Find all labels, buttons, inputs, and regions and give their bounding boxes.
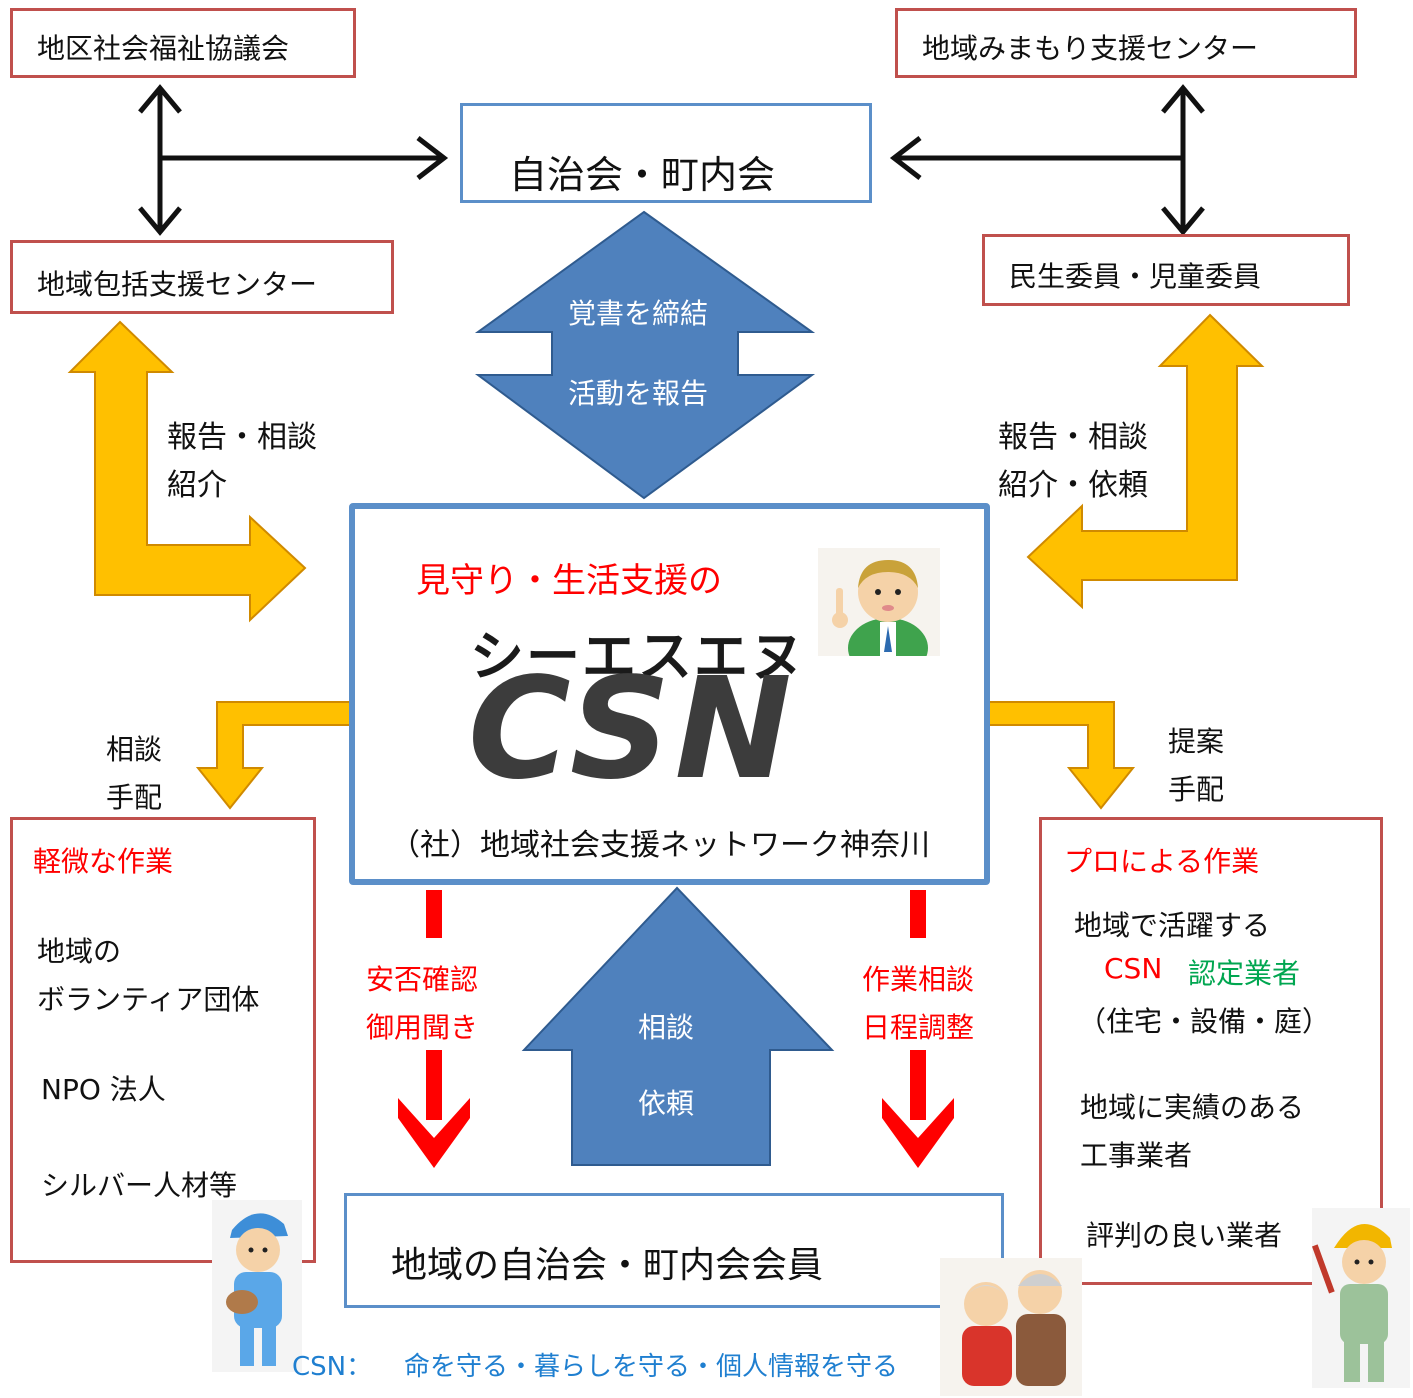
schedule-label: 日程調整 (862, 1011, 975, 1044)
pro-work-item2-line1: 地域に実績のある (1080, 1091, 1305, 1124)
right-arrange-label: 手配 (1168, 773, 1225, 806)
left-red-arrow (398, 890, 470, 1168)
neighborhood-assoc-label: 自治会・町内会 (509, 153, 776, 197)
neighborhood-assoc-box: 自治会・町内会 (460, 103, 872, 203)
light-work-heading: 軽微な作業 (33, 845, 174, 878)
safety-check-label: 安否確認 (366, 963, 479, 996)
up-consult-label: 相談 (638, 1011, 695, 1044)
construction-worker-figure-icon (1312, 1208, 1410, 1388)
left-arrange-label: 手配 (106, 781, 163, 814)
right-propose-label: 提案 (1168, 725, 1225, 758)
left-yellow-arrow (67, 320, 307, 623)
csn-logo: CSN (468, 648, 796, 811)
csn-org-name: （社）地域社会支援ネットワーク神奈川 (390, 828, 930, 863)
community-center-box: 地域みまもり支援センター (895, 8, 1357, 78)
district-welfare-box: 地区社会福祉協議会 (10, 8, 356, 78)
right-red-arrow (882, 890, 954, 1168)
work-consult-label: 作業相談 (862, 963, 975, 996)
agreement-double-arrow (474, 210, 816, 500)
right-black-connector (889, 84, 1205, 236)
footer-prefix: CSN： (292, 1352, 373, 1382)
elderly-couple-figure-icon (940, 1258, 1082, 1396)
right-introduce-label: 紹介・依頼 (998, 468, 1148, 503)
welfare-commissioners-box: 民生委員・児童委員 (982, 234, 1350, 306)
request-up-arrow (521, 886, 835, 1166)
light-work-item1-line1: 地域の (37, 935, 122, 968)
left-black-connector (138, 84, 449, 236)
left-small-arrow (195, 701, 376, 810)
errand-label: 御用聞き (366, 1011, 479, 1044)
pro-work-item2-line2: 工事業者 (1080, 1139, 1193, 1172)
pro-work-csn-label: CSN (1104, 952, 1163, 985)
comprehensive-center-label: 地域包括支援センター (37, 268, 318, 301)
presenter-figure-icon (818, 548, 940, 656)
comprehensive-center-box: 地域包括支援センター (10, 240, 394, 314)
pro-work-box: プロによる作業 地域で活躍する CSN 認定業者 （住宅・設備・庭） 地域に実績… (1039, 817, 1383, 1285)
left-report-label: 報告・相談 (167, 420, 317, 455)
right-report-label: 報告・相談 (998, 420, 1148, 455)
left-introduce-label: 紹介 (167, 468, 227, 503)
pro-work-item1-line3: （住宅・設備・庭） (1078, 1005, 1331, 1038)
pro-work-heading: プロによる作業 (1064, 845, 1260, 878)
light-work-item3: シルバー人材等 (41, 1169, 238, 1202)
report-activity-label: 活動を報告 (568, 377, 709, 410)
light-work-item2: NPO 法人 (41, 1073, 166, 1106)
light-work-item1-line2: ボランティア団体 (37, 983, 260, 1016)
welfare-commissioners-label: 民生委員・児童委員 (1009, 260, 1262, 293)
pro-work-certified-label: 認定業者 (1188, 957, 1301, 990)
district-welfare-label: 地区社会福祉協議会 (37, 32, 290, 65)
up-request-label: 依頼 (638, 1087, 695, 1120)
right-small-arrow (959, 701, 1136, 810)
csn-kana-logo: シーエスエヌ (470, 625, 806, 688)
community-center-label: 地域みまもり支援センター (922, 32, 1259, 65)
right-yellow-arrow (1026, 313, 1265, 610)
light-work-box: 軽微な作業 地域の ボランティア団体 NPO 法人 シルバー人材等 (10, 817, 316, 1263)
csn-tagline: 見守り・生活支援の (416, 561, 722, 601)
footer-motto: 命を守る・暮らしを守る・個人情報を守る (404, 1352, 899, 1382)
volunteer-worker-figure-icon (212, 1200, 302, 1372)
left-consult-label: 相談 (106, 733, 163, 766)
pro-work-item1-line1: 地域で活躍する (1074, 909, 1271, 942)
residents-label: 地域の自治会・町内会会員 (391, 1245, 824, 1286)
residents-box: 地域の自治会・町内会会員 (344, 1193, 1004, 1308)
pro-work-item3: 評判の良い業者 (1086, 1219, 1283, 1252)
agreement-label: 覚書を締結 (568, 297, 709, 330)
